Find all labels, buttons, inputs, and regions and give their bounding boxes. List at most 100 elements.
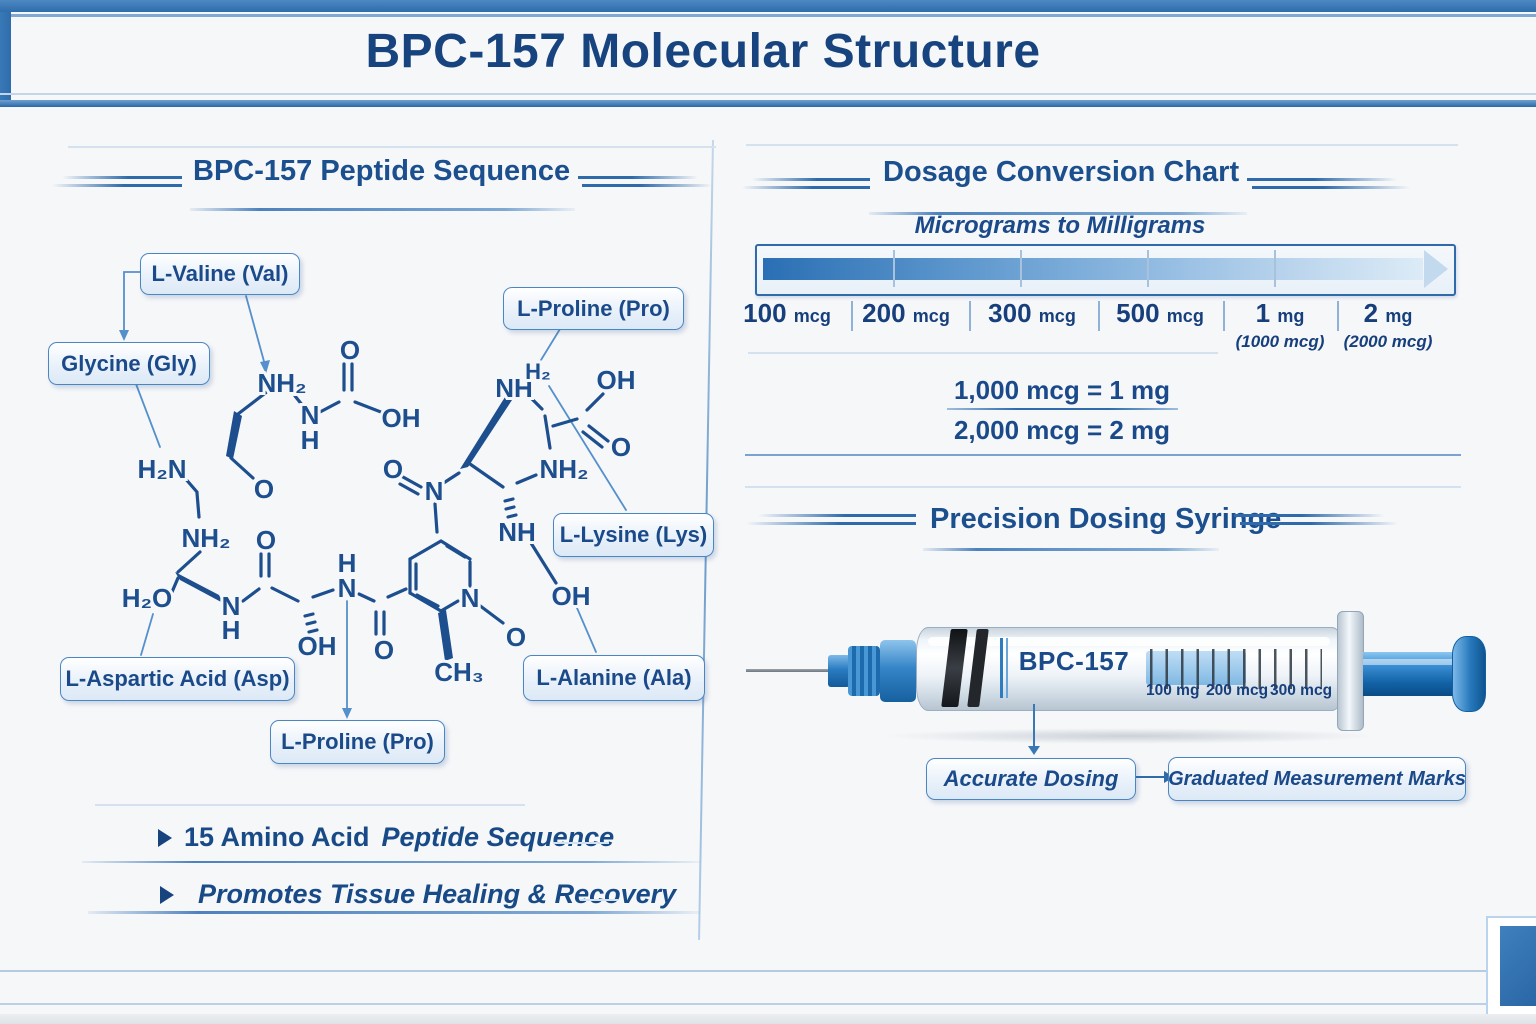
header-deco-line [742,186,870,189]
header-deco-line [52,184,182,187]
atom-label: OH [597,365,636,395]
top-border-bar [0,0,1536,12]
atom-label: NH [498,517,536,547]
atom-label: O [374,635,394,665]
precision-syringe-header: Precision Dosing Syringe [930,503,1282,535]
needle-hub [828,655,850,687]
bullet-triangle-icon [160,885,174,904]
bullet-trailing-line [553,842,609,844]
bullet-amino-count: 15 Amino Acid Peptide Sequence [158,822,614,853]
scale-label-300mcg: 300 mcg [988,298,1076,328]
scale-separator [851,301,853,331]
title-divider-light [0,93,1536,95]
left-panel-top-line [68,146,716,148]
graduation-label: 200 mcg [1206,682,1269,699]
amino-label-valine: L-Valine (Val) [140,253,300,295]
atom-label: N [461,583,480,613]
bullet-healing: Promotes Tissue Healing & Recovery [160,879,676,910]
syringe-barrel-label: BPC-157 [1018,646,1130,676]
header-deco-line [1240,522,1398,525]
atom-label: OH [552,581,591,611]
scale-label-100mcg: 100 mcg [743,298,831,328]
header-deco-line [746,522,916,525]
barrel-highlight [928,637,1330,646]
header-deco-line [758,514,916,517]
bullet-text-italic: Promotes Tissue Healing & Recovery [198,879,677,909]
callout-connector-line [1136,776,1166,778]
dosage-arrow-tip-icon [1424,250,1448,288]
atom-label: O [256,525,276,555]
page-title: BPC-157 Molecular Structure [365,25,1041,78]
bullet-triangle-icon [158,828,172,847]
atom-label: NH [495,373,533,403]
atom-label: O [611,432,631,462]
callout-arrow-down-icon [1028,746,1040,755]
barrel-band-blue [1000,638,1003,698]
header-deco-line [582,184,712,187]
scale-label-500mcg: 500 mcg [1116,298,1204,328]
bullet-text-italic: Peptide Sequence [381,822,615,852]
header-deco-line [752,178,870,181]
dosage-gradient-fill [763,258,1423,280]
dosage-chart-header: Dosage Conversion Chart [883,156,1240,188]
scale-separator [1337,301,1339,331]
equivalence-2: 2,000 mcg = 2 mg [953,415,1171,445]
amino-label-lysine: L-Lysine (Lys) [553,513,714,557]
callout-accurate-dosing: Accurate Dosing [926,758,1136,800]
syringe-shadow [880,728,1380,744]
section-divider-light [745,486,1461,488]
bullets-divider-line [82,861,700,863]
barrel-neck [880,640,916,702]
atom-label: O [383,454,403,484]
peptide-sequence-header: BPC-157 Peptide Sequence [193,155,571,187]
atom-label: O [506,622,526,652]
atom-label: N [222,591,241,621]
atom-label: N [425,476,444,506]
molecular-structure-diagram: NH₂ O OH N H H₂N O NH₂ O H₂O N H OH H N … [119,271,639,719]
atom-label: N [301,400,320,430]
atom-label: OH [298,631,337,661]
bar-tick [1147,250,1149,287]
scale-label-2mg: 2 mg (2000 mcg) [1328,298,1448,352]
amino-label-proline-bottom: L-Proline (Pro) [270,720,445,764]
top-accent-line [0,14,1536,17]
scale-note: (1000 mcg) [1235,332,1325,351]
bar-tick [1274,250,1276,287]
atom-label: H [338,548,357,578]
header-deco-line [1252,186,1410,189]
label-connector-lines [119,271,627,719]
atom-label: H₂ [525,359,551,384]
bottom-line [0,970,1488,972]
syringe-needle [746,669,832,672]
atom-label: NH₂ [539,454,588,484]
bond-lines [170,362,610,661]
graduation-ticks [1150,649,1322,689]
amino-label-proline-top: L-Proline (Pro) [503,287,684,330]
scale-label-200mcg: 200 mcg [862,298,950,328]
bullets-top-line [95,804,525,806]
header-deco-line [1247,178,1397,181]
header-deco-line [578,176,698,179]
plunger-thumb-pad [1452,636,1486,712]
atom-label: OH [382,403,421,433]
barrel-band-blue [1006,638,1008,698]
header-deco-line [1234,514,1384,517]
atom-label: O [254,474,274,504]
atom-label: CH₃ [434,657,484,687]
dosage-subtitle: Micrograms to Milligrams [914,212,1206,239]
scale-separator [1098,301,1100,331]
bar-tick [1020,250,1022,287]
graduation-label: 100 mg [1146,682,1200,699]
right-panel-top-line [746,144,1458,146]
graduation-label: 300 mcg [1270,682,1333,699]
bullets-bottom-line [88,911,700,914]
equivalence-1: 1,000 mcg = 1 mg [953,375,1171,405]
header-underline [923,548,1219,551]
syringe-flange [1337,611,1364,731]
callout-graduated-marks: Graduated Measurement Marks [1168,757,1466,801]
header-underline [190,208,575,211]
scale-note: (2000 mcg) [1343,332,1433,351]
scale-separator [1223,301,1225,331]
corner-accent-block [1500,926,1536,1006]
